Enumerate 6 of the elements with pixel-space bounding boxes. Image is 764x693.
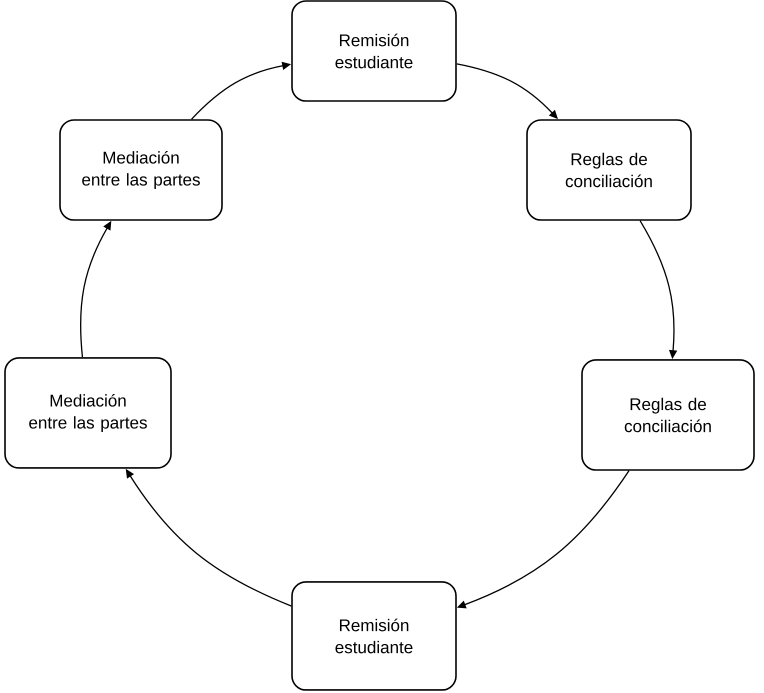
process-box: Remisión estudiante (291, 581, 457, 691)
process-box: Mediación entre las partes (4, 357, 172, 469)
process-box: Reglas de conciliación (581, 359, 755, 471)
process-box: Remisión estudiante (291, 0, 457, 102)
process-box: Mediación entre las partes (59, 119, 223, 221)
process-box: Reglas de conciliación (526, 119, 692, 221)
